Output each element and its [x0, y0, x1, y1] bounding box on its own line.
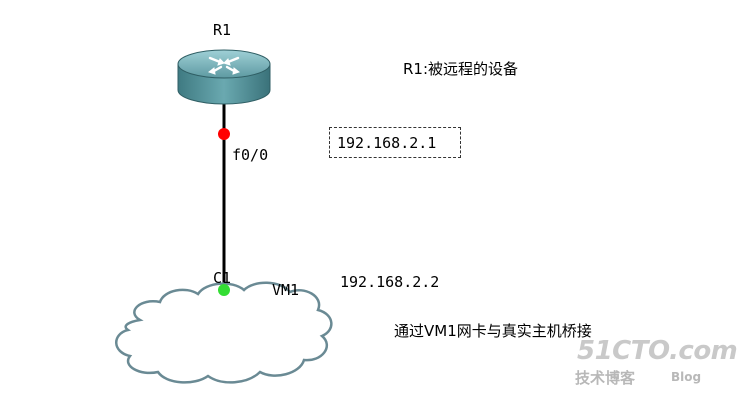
cloud-icon[interactable]	[115, 281, 333, 384]
router-port-dot[interactable]	[218, 128, 230, 140]
router-name-label: R1	[213, 21, 232, 39]
watermark: 51CTO.com 技术博客 Blog	[573, 334, 737, 394]
router-description: R1:被远程的设备	[403, 60, 519, 78]
router-interface-label: f0/0	[232, 146, 269, 164]
watermark-subtitle: 技术博客	[575, 369, 636, 387]
diagram-canvas	[115, 49, 333, 384]
watermark-blog: Blog	[671, 370, 702, 384]
cloud-port-dot[interactable]	[218, 284, 230, 296]
watermark-logo: 51CTO.com	[577, 336, 737, 366]
cloud-ip-label: 192.168.2.2	[340, 273, 440, 291]
cloud-description: 通过VM1网卡与真实主机桥接	[394, 322, 592, 340]
network-diagram: R1 R1:被远程的设备 f0/0 192.168.2.1 C1 VM1 192…	[115, 21, 737, 394]
router-ip-label: 192.168.2.1	[337, 134, 437, 152]
router-ip-box	[329, 127, 461, 158]
router-icon[interactable]	[177, 49, 271, 105]
cloud-name-label: VM1	[272, 281, 300, 299]
cloud-interface-label: C1	[213, 269, 232, 287]
